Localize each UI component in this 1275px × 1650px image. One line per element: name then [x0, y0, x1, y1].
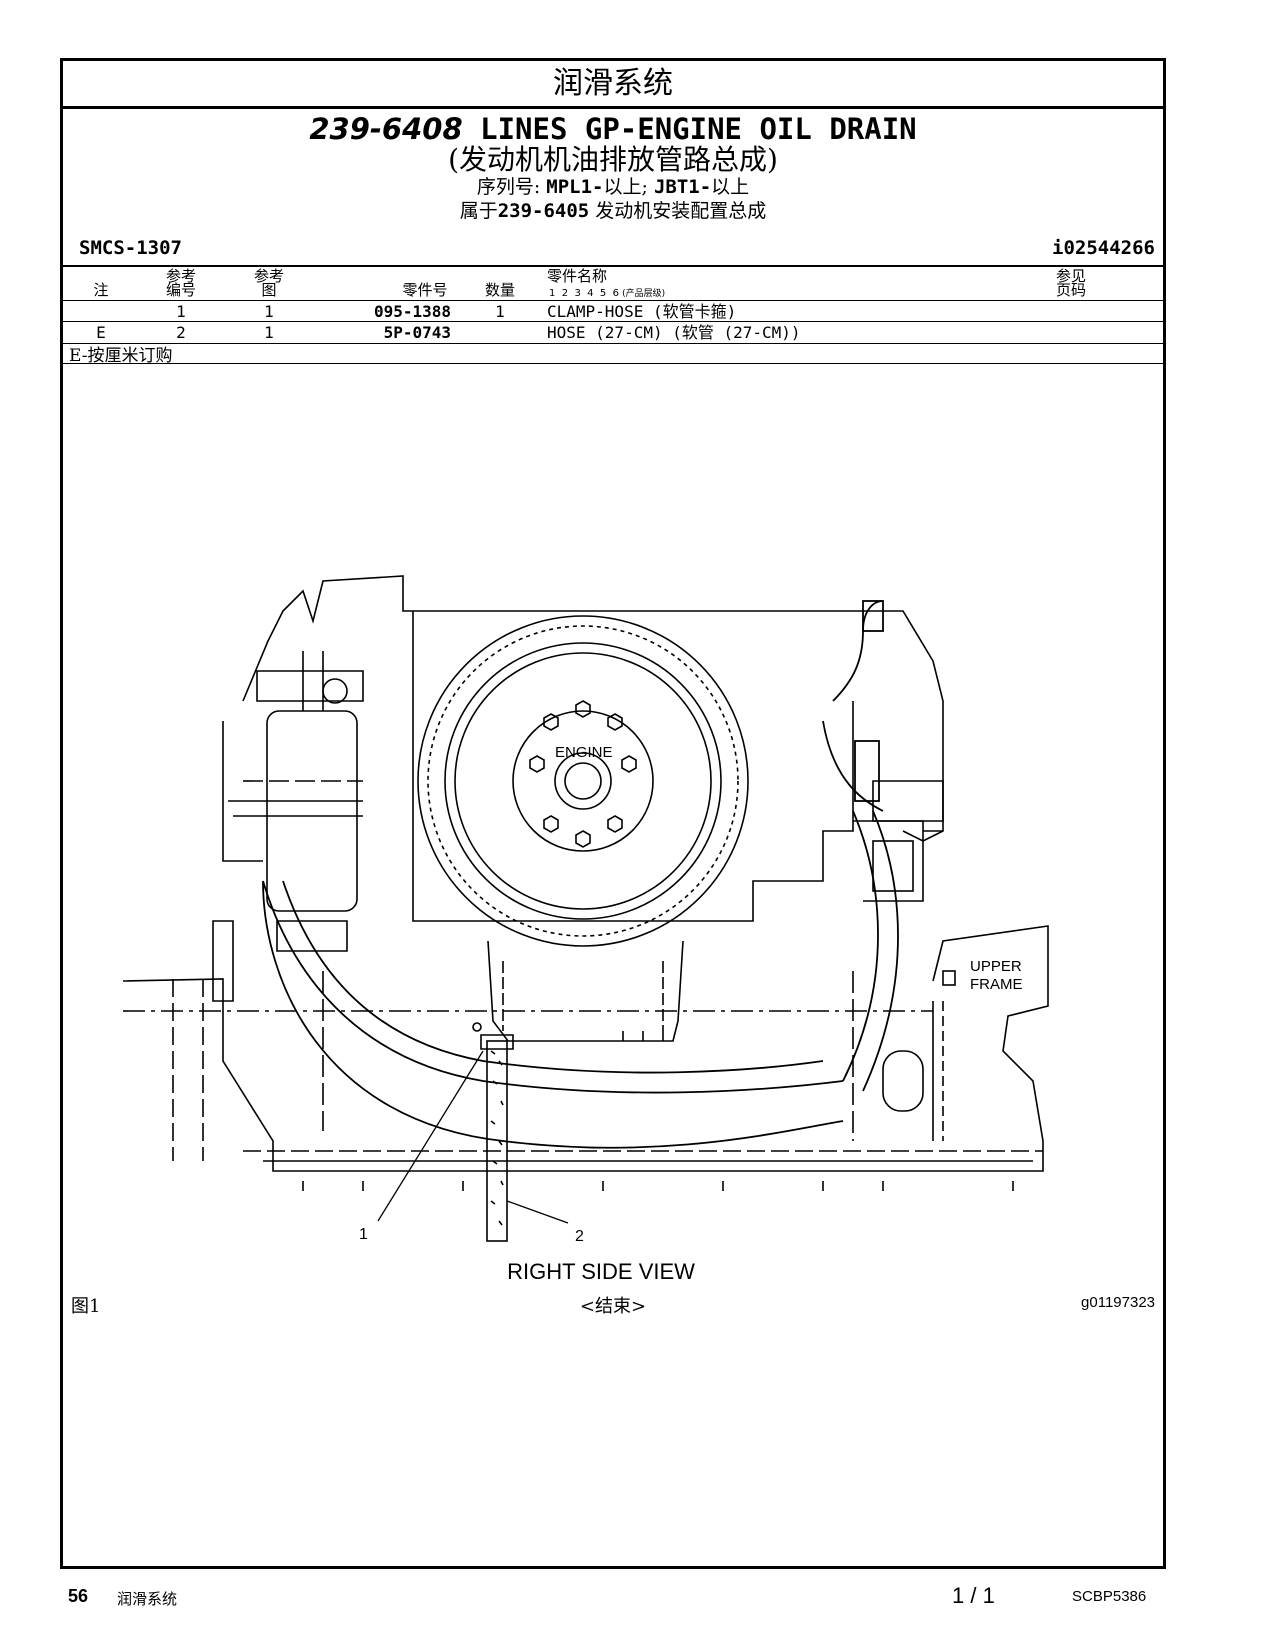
section-title: 润滑系统: [63, 61, 1163, 109]
graphic-id: g01197323: [1081, 1294, 1155, 1311]
upper-frame-outline: [122, 920, 1049, 1191]
callout-1: 1: [359, 1226, 368, 1243]
table-top-rule: [63, 265, 1163, 267]
document-code: SCBP5386: [1072, 1588, 1147, 1605]
upper-frame-label-1: UPPER: [970, 958, 1022, 975]
footer-section: 润滑系统: [117, 1590, 178, 1608]
hoses: [262, 600, 899, 1149]
header-see-page-1: 参见: [1055, 267, 1086, 285]
callouts: 1 2: [359, 1050, 584, 1245]
upper-frame-label-2: FRAME: [970, 976, 1023, 993]
header-ref-fig-2: 图: [261, 281, 277, 299]
document-id: i02544266: [1052, 237, 1155, 259]
page-count: 1 / 1: [952, 1583, 995, 1608]
header-ref-no-2: 编号: [165, 281, 196, 299]
header-ref-fig-1: 参考: [253, 267, 284, 285]
row-rule: [63, 343, 1163, 344]
serial-range: 序列号: MPL1-以上; JBT1-以上: [476, 176, 750, 198]
page-footer: 56 润滑系统 1 / 1 SCBP5386: [0, 1583, 1275, 1616]
oil-pan: [487, 940, 684, 1042]
figure-label: 图1: [71, 1296, 101, 1317]
header-note: 注: [93, 281, 109, 299]
view-title: RIGHT SIDE VIEW: [507, 1259, 695, 1284]
parent-part-number: 239-6405: [497, 200, 590, 222]
drain-hose: [472, 1022, 514, 1242]
row-rule: [63, 321, 1163, 322]
header-part-name: 零件名称: [547, 267, 608, 285]
assembly-name-en: LINES GP-ENGINE OIL DRAIN: [480, 112, 917, 146]
header-see-page-2: 页码: [1055, 281, 1086, 299]
engine-block: [222, 575, 944, 922]
figure-end-label: <结束>: [579, 1296, 647, 1317]
engine-drawing: ENGINE 1 2: [122, 575, 1049, 1284]
header-levels: 1 2 3 4 5 6 (产品层级): [549, 288, 666, 299]
flywheel: ENGINE: [417, 615, 749, 947]
assembly-title: 239-6408 LINES GP-ENGINE OIL DRAIN: [63, 113, 1163, 145]
footnote-rule: [63, 363, 1163, 364]
page-number: 56: [68, 1586, 89, 1606]
assembly-part-number: 239-6408: [309, 112, 463, 146]
header-part-no: 零件号: [402, 281, 448, 299]
parent-assembly: 属于239-6405 发动机安装配置总成: [459, 200, 767, 222]
page-frame: 润滑系统 239-6408 LINES GP-ENGINE OIL DRAIN …: [60, 58, 1166, 1569]
smcs-code: SMCS-1307: [79, 237, 182, 259]
assembly-name-zh: (发动机机油排放管路总成): [448, 143, 778, 176]
engine-label: ENGINE: [555, 744, 613, 761]
callout-2: 2: [575, 1228, 584, 1245]
title-block: 239-6408 LINES GP-ENGINE OIL DRAIN (发动机机…: [63, 113, 1163, 223]
header-qty: 数量: [484, 281, 515, 299]
footnote: E-按厘米订购: [69, 346, 173, 366]
oil-filter: [256, 651, 364, 952]
header-rule: [63, 300, 1163, 301]
header-ref-no-1: 参考: [165, 267, 196, 285]
